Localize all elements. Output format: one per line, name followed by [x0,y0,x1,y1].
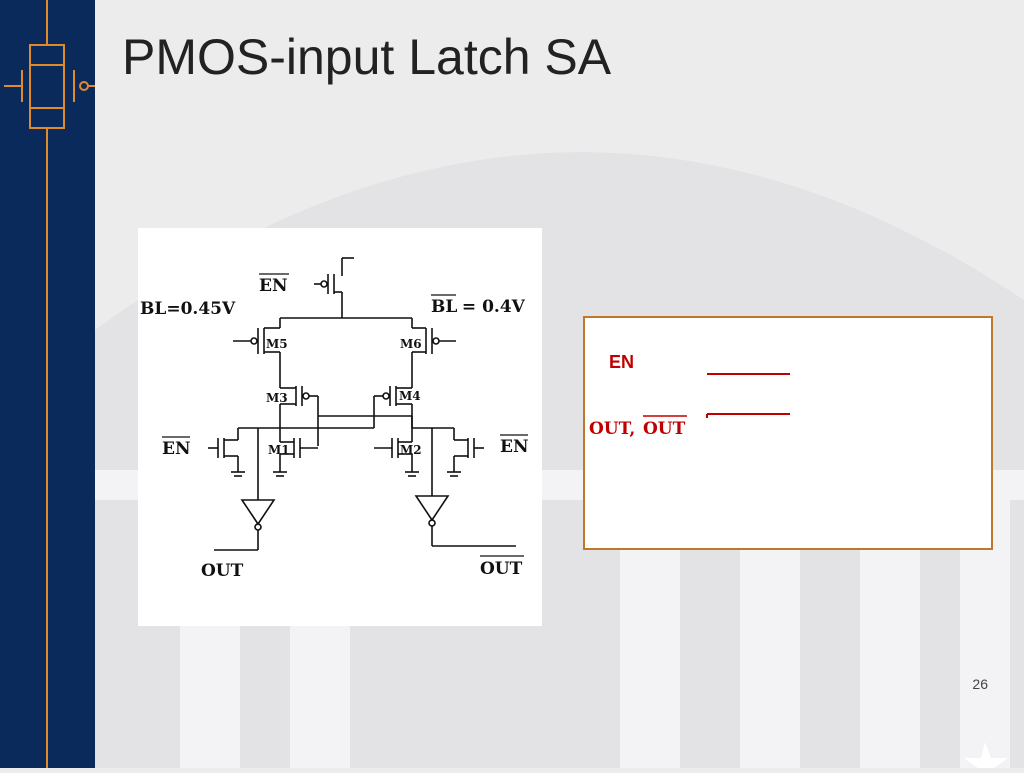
m2-label: M2 [400,443,422,457]
page-number: 26 [972,676,988,692]
en-left-label: EN [162,439,191,459]
m1-label: M1 [268,443,290,457]
out-left-label: OUT [201,561,244,581]
timing-out-label-b: OUT [643,419,686,439]
timing-en-label: EN [609,352,634,372]
blb-right-bar-label: BL [431,297,457,317]
transistor-logo-icon [4,0,95,768]
m6-label: M6 [400,337,422,351]
out-right-label: OUT [480,559,523,579]
slide-title: PMOS-input Latch SA [122,29,612,85]
m5-label: M5 [266,337,288,351]
bl-left-label: BL=0.45V [140,299,236,319]
timing-out-label-a: OUT, [589,419,641,439]
circuit-diagram: EN BL=0.45V BL = 0.4V M5 M6 M3 M4 M1 M2 … [138,228,542,626]
en-top-label: EN [259,276,288,296]
timing-diagram: EN OUT, OUT [583,316,993,550]
m4-label: M4 [399,389,421,403]
circuit-wires [208,257,516,551]
star-icon [964,742,1008,768]
m3-label: M3 [266,391,288,405]
blb-right-value-label: = 0.4V [456,297,526,317]
sidebar [0,0,95,768]
en-right-label: EN [500,437,529,457]
